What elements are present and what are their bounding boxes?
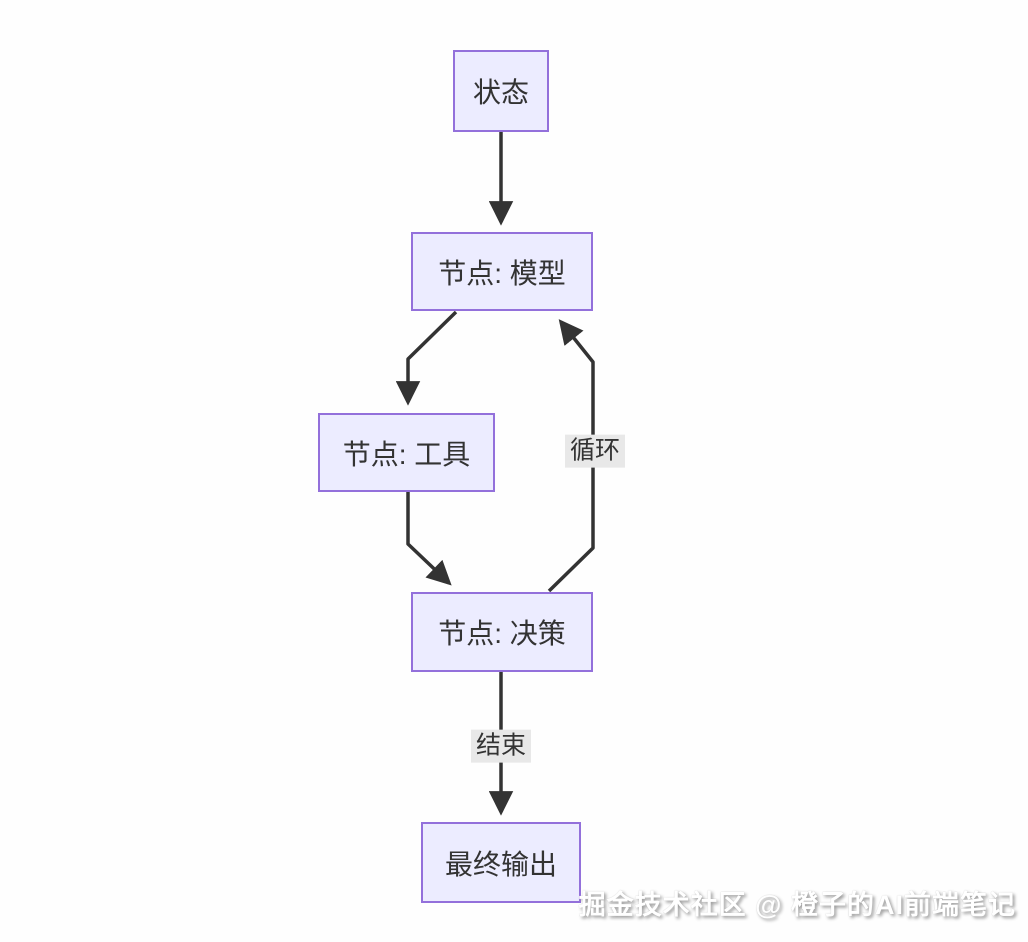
edge-model-to-tool: [395, 310, 458, 406]
node-state: 状态: [453, 50, 549, 132]
node-final-output: 最终输出: [421, 822, 581, 903]
node-tool: 节点: 工具: [318, 413, 495, 492]
edge-label-loop: 循环: [564, 434, 626, 468]
edge-label-end: 结束: [470, 729, 532, 763]
node-decision: 节点: 决策: [411, 592, 593, 672]
node-model: 节点: 模型: [411, 232, 593, 311]
watermark-text: 掘金技术社区 @ 橙子的AI前端笔记: [578, 890, 1016, 920]
edge-tool-to-decision: [406, 492, 452, 586]
